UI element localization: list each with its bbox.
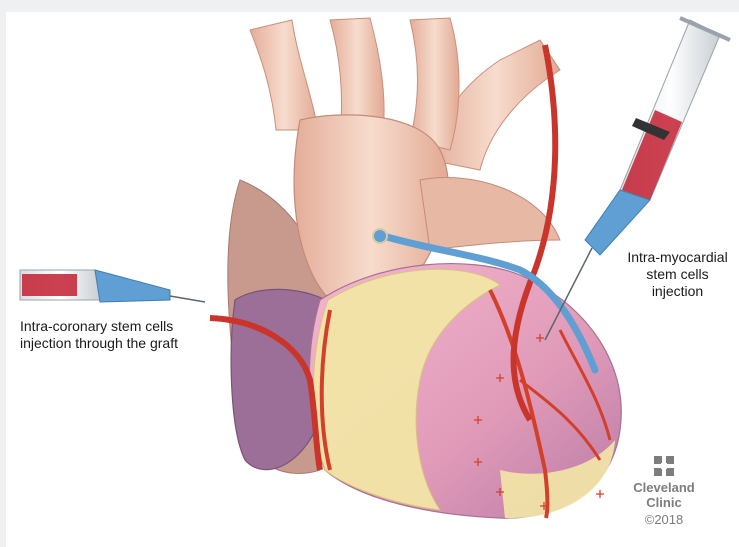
intra-myocardial-label-line3: injection [616, 283, 739, 300]
brand-name-line1: Cleveland [622, 480, 706, 495]
intra-myocardial-label: Intra-myocardial stem cells injection [616, 249, 739, 300]
cleveland-clinic-mark-icon [653, 455, 675, 477]
graft-anastomosis [373, 229, 387, 243]
intra-myocardial-label-line2: stem cells [616, 266, 739, 283]
aortic-arch-branch-1 [250, 20, 318, 130]
cleveland-clinic-logo: Cleveland Clinic ©2018 [622, 455, 706, 527]
intra-coronary-label-line2: injection through the graft [20, 335, 178, 352]
copyright: ©2018 [622, 512, 706, 527]
intra-coronary-label-line1: Intra-coronary stem cells [20, 318, 178, 335]
brand-name-line2: Clinic [622, 495, 706, 510]
left-syringe [20, 270, 205, 302]
intra-myocardial-label-line1: Intra-myocardial [616, 249, 739, 266]
intra-coronary-label: Intra-coronary stem cells injection thro… [20, 318, 178, 352]
left-atrium [420, 178, 560, 251]
